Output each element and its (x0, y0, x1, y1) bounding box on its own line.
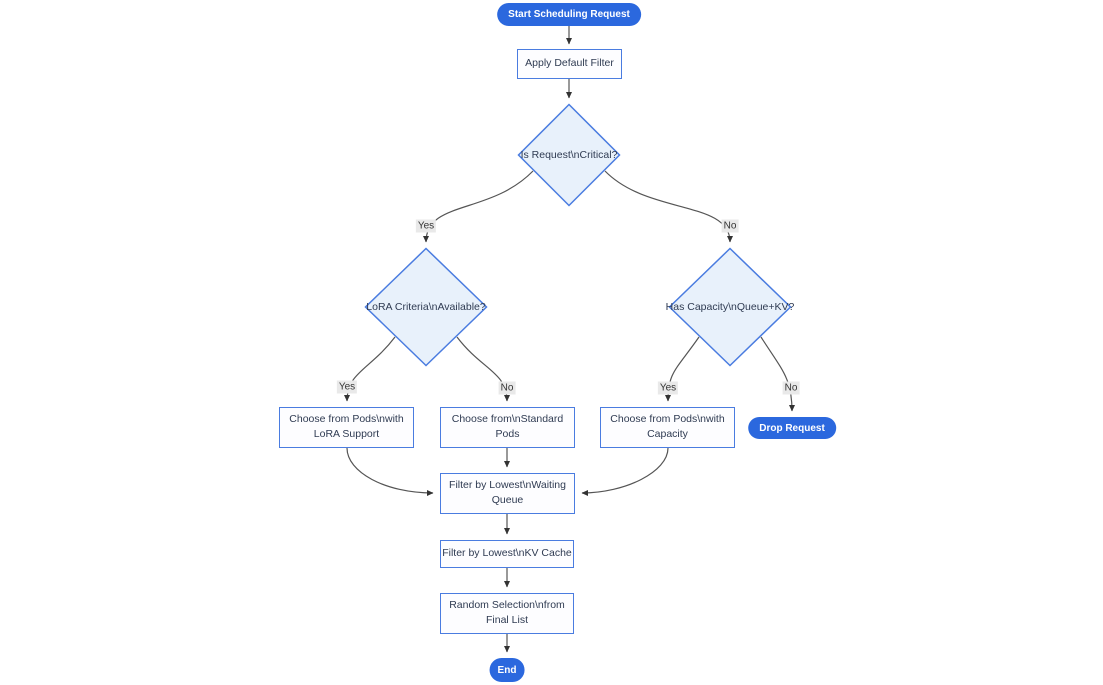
diamond-label: LoRA Criteria\nAvailable? (366, 301, 486, 313)
diamond-label: Is Request\nCritical? (520, 149, 618, 161)
node-choose-pods-capacity: Choose from Pods\nwith Capacity (600, 407, 735, 448)
label-line-1: Choose from Pods\nwith (610, 413, 725, 426)
edge-label-critical-yes: Yes (415, 219, 437, 233)
diamond-label: Has Capacity\nQueue+KV? (665, 301, 795, 313)
node-label: Choose from Pods\nwith Capacity (610, 413, 724, 441)
edge-label-critical-no: No (721, 219, 739, 233)
label-line-1: Choose from\nStandard (451, 413, 564, 426)
node-has-capacity-queue-kv: Has Capacity\nQueue+KV? (665, 247, 795, 367)
edge-label-capacity-no: No (782, 381, 800, 395)
node-is-request-critical: Is Request\nCritical? (517, 103, 621, 207)
node-choose-pods-lora-support: Choose from Pods\nwith LoRA Support (279, 407, 414, 448)
diamond-shape (517, 103, 621, 207)
node-choose-standard-pods: Choose from\nStandard Pods (440, 407, 575, 448)
label-line-2: Pods (495, 428, 520, 440)
node-random-selection-final-list: Random Selection\nfrom Final List (440, 593, 574, 634)
node-lora-criteria-available: LoRA Criteria\nAvailable? (364, 247, 488, 367)
diamond-shape (364, 247, 488, 367)
node-label: Choose from\nStandard Pods (452, 413, 563, 441)
diamond-shape (668, 247, 792, 367)
edge-label-capacity-yes: Yes (657, 381, 679, 395)
label-line-1: Choose from Pods\nwith (289, 413, 404, 426)
node-label: Random Selection\nfrom Final List (449, 599, 565, 627)
node-label: Filter by Lowest\nWaiting Queue (449, 479, 566, 507)
node-filter-lowest-kv-cache: Filter by Lowest\nKV Cache (440, 540, 574, 568)
node-filter-lowest-waiting-queue: Filter by Lowest\nWaiting Queue (440, 473, 575, 514)
node-label: Choose from Pods\nwith LoRA Support (289, 413, 403, 441)
node-start: Start Scheduling Request (497, 3, 641, 26)
label-line-2: Final List (485, 614, 528, 626)
node-drop-request: Drop Request (748, 417, 836, 439)
node-end: End (489, 658, 525, 682)
label-line-2: LoRA Support (313, 428, 380, 440)
edge-label-lora-yes: Yes (336, 380, 358, 394)
label-line-1: Filter by Lowest\nWaiting (449, 479, 566, 492)
edge-label-lora-no: No (498, 381, 516, 395)
label-line-1: Random Selection\nfrom (449, 599, 565, 612)
label-line-2: Capacity (647, 428, 688, 440)
label-line-2: Queue (491, 494, 524, 506)
node-apply-default-filter: Apply Default Filter (517, 49, 622, 79)
